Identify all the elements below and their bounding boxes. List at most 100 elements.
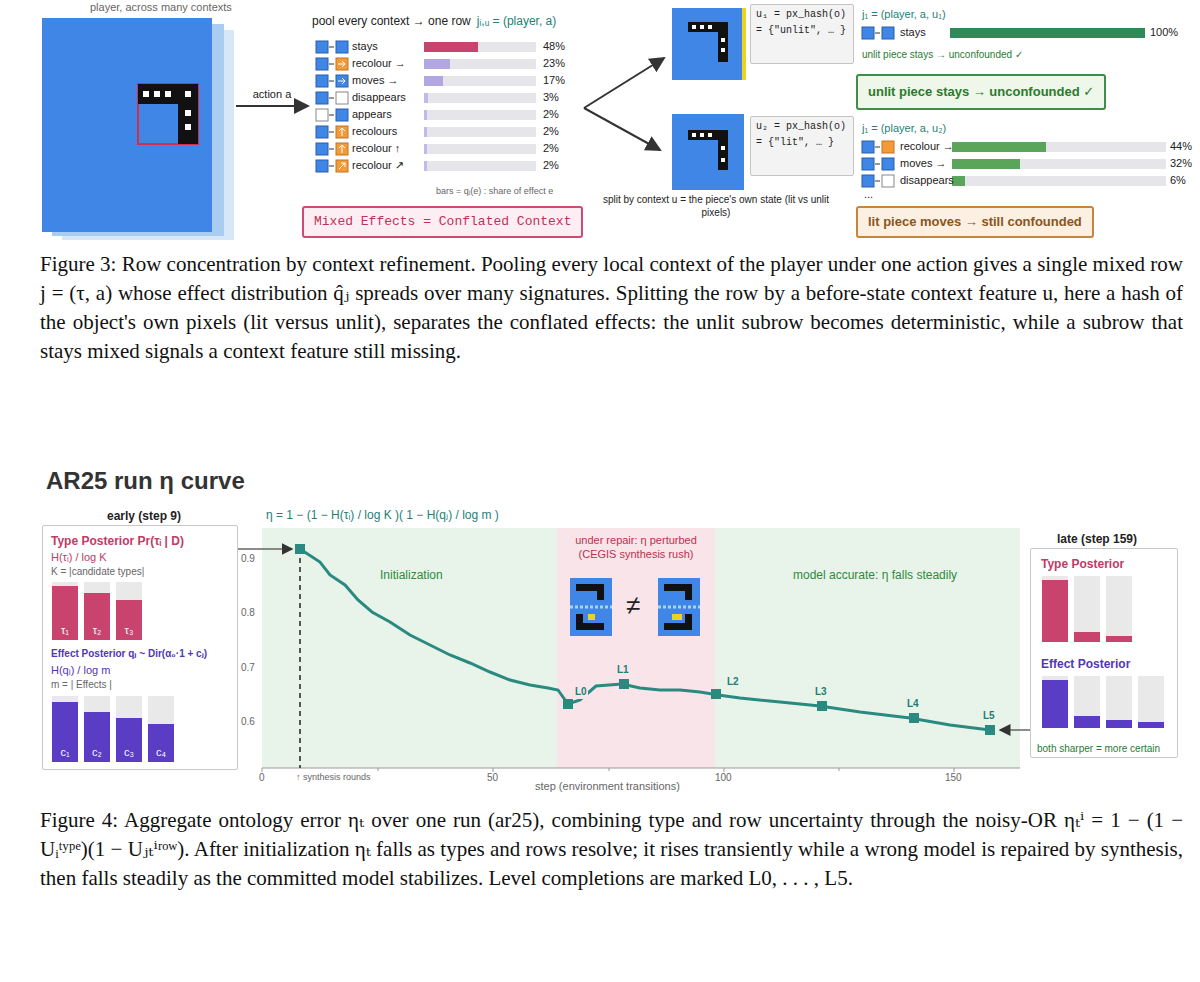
node-text: τ₁ xyxy=(61,624,69,638)
axis-note: ↑ synthesis rounds xyxy=(296,772,371,783)
posterior-bar: τ₁ xyxy=(52,586,78,640)
late-bars xyxy=(1042,580,1164,728)
effect-label: recolours xyxy=(352,125,397,139)
effect-label: stays xyxy=(352,40,378,54)
node-text: Effect Posterior qⱼ ~ Dir(α₀·1 + cⱼ) xyxy=(51,648,207,661)
node-text: unlit piece stays → unconfounded ✓ xyxy=(868,84,1094,100)
effect-label: recolour ↑ xyxy=(352,142,400,156)
node-text: u₁ = px_hash(o) xyxy=(756,9,848,22)
edge-label: action a xyxy=(251,88,294,102)
posterior-bar: τ₂ xyxy=(84,593,110,640)
legend-note: bars = qⱼ(e) : share of effect e xyxy=(436,186,553,197)
phase-band: model accurate: η falls steadily xyxy=(715,528,1020,768)
note: unlit piece stays → unconfounded ✓ xyxy=(862,49,1023,62)
node-text: u₂ = px_hash(o) xyxy=(756,121,848,134)
not-equal: ≠ xyxy=(626,592,640,618)
split-note: split by context u = the piece's own sta… xyxy=(598,194,834,219)
row-index: j₁ = (player, a, u₂) xyxy=(862,122,946,136)
percent: 2% xyxy=(543,142,559,156)
pool-panel: pool every context → one row jᵢ,ᵤ = (play… xyxy=(310,12,572,32)
level-marker: L4 xyxy=(906,698,920,711)
connector xyxy=(236,105,308,107)
effect-bars xyxy=(424,42,536,171)
code-box: u₁ = px_hash(o) = {"unlit", … } xyxy=(750,4,854,64)
node-text: c₃ xyxy=(124,746,134,760)
effect-label: disappears xyxy=(352,91,406,105)
node-text: Type Posterior Pr(τᵢ | D) xyxy=(51,534,184,549)
percent: 2% xyxy=(543,125,559,139)
percent: 2% xyxy=(543,159,559,173)
fork-arrow xyxy=(584,108,660,150)
result-box: lit piece moves → still confounded xyxy=(856,206,1094,238)
node-text: m = | Effects | xyxy=(51,679,112,692)
percent: 44% xyxy=(1170,140,1192,154)
effect-label: appears xyxy=(352,108,392,122)
phase-band: under repair: η perturbed(CEGIS synthesi… xyxy=(557,528,715,768)
percent: 48% xyxy=(543,40,565,54)
posterior-bar: c₁ xyxy=(52,702,78,762)
percent: 3% xyxy=(543,91,559,105)
pointer-arrow xyxy=(1000,729,1030,731)
node-text: pool every context → one row xyxy=(312,14,471,29)
axis-tick: 0.7 xyxy=(241,662,255,675)
formula: η = 1 − (1 − H(τᵢ) / log K )( 1 − H(qⱼ) … xyxy=(266,508,499,523)
effect-label: moves → xyxy=(900,157,946,171)
fork-arrow xyxy=(584,58,664,108)
axis-tick: 0.9 xyxy=(241,553,255,566)
axis-tick: 50 xyxy=(487,772,498,785)
figure-caption: Figure 3: Row concentration by context r… xyxy=(40,250,1183,366)
node-text: player, across many contexts xyxy=(90,1,232,15)
percent: 23% xyxy=(543,57,565,71)
effect-label: recolour → xyxy=(900,140,954,154)
eta-chart xyxy=(262,528,1020,772)
ellipsis: ... xyxy=(864,188,873,202)
node-text: = {"lit", … } xyxy=(756,137,848,150)
node-text: = {"unlit", … } xyxy=(756,25,848,38)
percent: 6% xyxy=(1170,174,1186,188)
posterior-bar: c₂ xyxy=(84,712,110,762)
percent: 100% xyxy=(1150,26,1178,40)
axis-tick: 150 xyxy=(945,772,962,785)
context-stack: player, across many contexts xyxy=(42,18,234,240)
posterior-tracks xyxy=(52,576,1164,762)
lit-picture xyxy=(672,114,744,190)
posterior-panel: late (step 159)Type PosteriorEffect Post… xyxy=(1030,548,1178,758)
node-text: (CEGIS synthesis rush) xyxy=(579,548,694,562)
node-text: under repair: η perturbed xyxy=(575,534,697,548)
effect-label: moves → xyxy=(352,74,398,88)
percent: 2% xyxy=(543,108,559,122)
percent: 17% xyxy=(543,74,565,88)
node-text: lit piece moves → still confounded xyxy=(868,214,1082,230)
figure-caption: Figure 4: Aggregate ontology error ηₜ ov… xyxy=(40,806,1183,893)
phase-band: Initialization xyxy=(262,528,557,768)
node-text: late (step 159) xyxy=(1057,532,1137,547)
pointer-arrow xyxy=(238,548,292,550)
node-text: jᵢ,ᵤ = (player, a) xyxy=(477,14,557,29)
percent: 32% xyxy=(1170,157,1192,171)
node-text: τ₂ xyxy=(93,624,102,638)
node-text: c₁ xyxy=(60,746,69,760)
level-marker: L1 xyxy=(616,664,630,677)
result-box: unlit piece stays → unconfounded ✓ xyxy=(856,74,1106,110)
effect-icons xyxy=(316,41,348,172)
chart-title: AR25 run η curve xyxy=(46,466,245,496)
node-text: τ₃ xyxy=(125,624,134,638)
node-text: c₄ xyxy=(156,746,166,760)
axis-tick: 0.6 xyxy=(241,716,255,729)
unlit-picture xyxy=(672,8,746,80)
node-text: Initialization xyxy=(380,568,443,583)
posterior-panel: early (step 9)Type Posterior Pr(τᵢ | D)H… xyxy=(42,525,238,770)
posterior-bar: c₄ xyxy=(148,724,174,762)
effect-label: disappears xyxy=(900,174,954,188)
conflation-box: Mixed Effects = Conflated Context xyxy=(302,206,583,238)
axis-tick: 0.8 xyxy=(241,607,255,620)
effect-label: recolour → xyxy=(352,57,406,71)
level-marker: L2 xyxy=(726,676,740,689)
node-text: K = |candidate types| xyxy=(51,566,144,579)
axis-tick: 100 xyxy=(715,772,732,785)
level-marker: L3 xyxy=(814,686,828,699)
posterior-bar: c₃ xyxy=(116,718,142,762)
node-text: early (step 9) xyxy=(107,509,181,524)
node-text: c₂ xyxy=(92,746,102,760)
